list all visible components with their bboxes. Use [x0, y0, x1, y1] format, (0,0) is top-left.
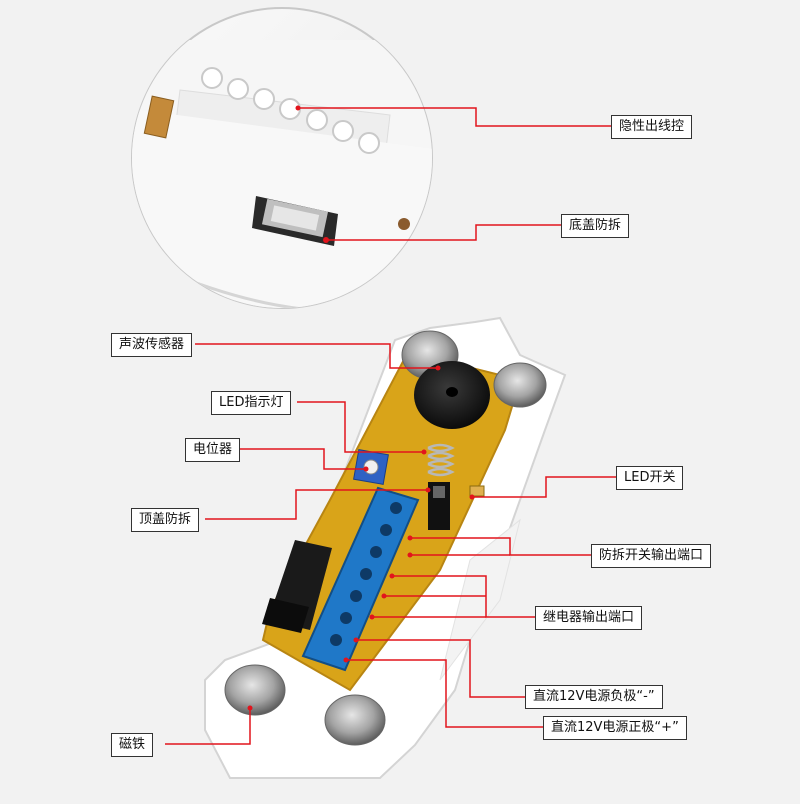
zoom-circle: [131, 7, 433, 309]
label-dc-negative: 直流12V电源负极“-”: [525, 685, 663, 709]
label-tamper-output: 防拆开关输出端口: [591, 544, 712, 568]
label-bottom-tamper: 底盖防拆: [561, 214, 630, 238]
tamper-slot: [252, 196, 338, 246]
label-sonic-sensor: 声波传感器: [111, 333, 193, 357]
leader-led-switch: [472, 476, 616, 498]
leader-tamper-output-a: [410, 537, 591, 556]
leader-sonic-sensor-dot: [435, 365, 441, 371]
leader-top-tamper: [205, 489, 428, 520]
leader-relay-output-a-dot: [389, 573, 395, 579]
leader-relay-output-c-dot: [369, 614, 375, 620]
leader-tamper-output-b-dot: [407, 552, 413, 558]
label-potentiometer: 电位器: [185, 438, 241, 462]
label-hidden-wiring: 隐性出线控: [611, 115, 693, 139]
leader-bottom-tamper: [326, 224, 561, 241]
label-magnet: 磁铁: [111, 733, 154, 757]
leader-relay-output-b-dot: [381, 593, 387, 599]
label-led-switch: LED开关: [616, 466, 684, 490]
leader-top-tamper-dot: [425, 487, 431, 493]
leader-dc-negative-dot: [353, 637, 359, 643]
leader-lines: [165, 105, 616, 745]
label-relay-output: 继电器输出端口: [535, 606, 643, 630]
leader-sonic-sensor: [195, 343, 438, 369]
leader-bottom-tamper-dot: [323, 237, 329, 243]
label-led-indicator: LED指示灯: [211, 391, 292, 415]
leader-magnet: [165, 708, 251, 745]
leader-potentiometer: [240, 448, 366, 470]
leader-hidden-wiring-dot: [295, 105, 301, 111]
leader-magnet-dot: [247, 705, 253, 711]
leader-hidden-wiring: [298, 107, 611, 127]
label-dc-positive: 直流12V电源正极“+”: [543, 716, 687, 740]
leader-potentiometer-dot: [363, 466, 369, 472]
leader-dc-negative: [356, 639, 525, 698]
label-top-tamper: 顶盖防拆: [131, 508, 200, 532]
device-body: [204, 316, 567, 779]
spring-switch: [427, 443, 455, 530]
leader-led-indicator: [297, 401, 424, 453]
terminal-screws: [330, 502, 402, 646]
leader-led-switch-dot: [469, 494, 475, 500]
leader-dc-positive-dot: [343, 657, 349, 663]
leader-tamper-output-a-dot: [407, 535, 413, 541]
leader-dc-positive: [346, 659, 543, 728]
wiring-holes: [201, 67, 380, 154]
leader-led-indicator-dot: [421, 449, 427, 455]
